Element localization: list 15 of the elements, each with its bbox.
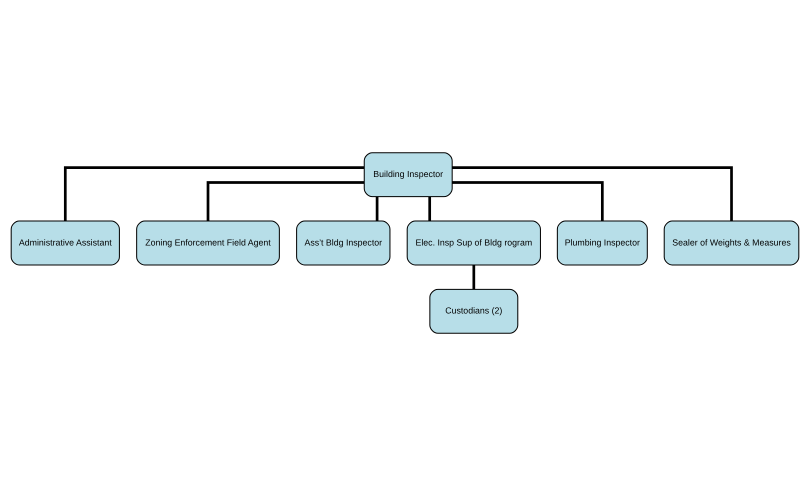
connector (64, 166, 364, 220)
connector (472, 264, 476, 289)
node-box: Sealer of Weights & Measures (664, 220, 800, 265)
connector (376, 196, 378, 220)
node-box: Building Inspector (364, 152, 453, 197)
node-box: Administrative Assistant (10, 220, 120, 265)
connector (206, 180, 364, 220)
connector (452, 166, 733, 220)
node-box: Ass’t Bldg Inspector (296, 220, 390, 265)
node-box: Plumbing Inspector (556, 220, 648, 265)
node-box: Elec. Insp Sup of Bldg rogram (406, 220, 541, 265)
node-box: Zoning Enforcement Field Agent (136, 220, 280, 265)
connector (452, 180, 604, 220)
node-box: Custodians (2) (429, 288, 518, 334)
connector (428, 196, 432, 220)
